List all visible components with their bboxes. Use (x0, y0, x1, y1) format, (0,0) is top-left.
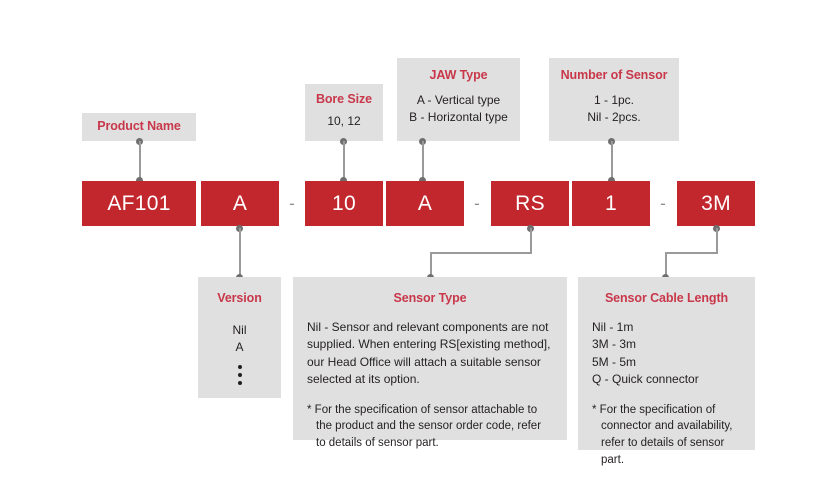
code-segment-sensor-cable-length[interactable]: 3M (677, 181, 755, 226)
code-segment-number-of-sensor[interactable]: 1 (572, 181, 650, 226)
code-separator-2: - (474, 193, 480, 213)
callout-version-options: Nil A (198, 322, 281, 357)
code-segment-sensor-type[interactable]: RS (491, 181, 569, 226)
code-segment-product-name[interactable]: AF101 (82, 181, 196, 226)
callout-sensor-type-paragraph: Nil - Sensor and relevant components are… (307, 320, 551, 387)
connector-line-product-name (139, 141, 141, 180)
connector-line-jaw-type (422, 141, 424, 180)
connector-line-cable-length-h (665, 252, 718, 254)
callout-number-of-sensor-title: Number of Sensor (560, 68, 668, 82)
callout-version: Version Nil A (198, 277, 281, 398)
jaw-type-option-b: B - Horizontal type (409, 110, 508, 125)
connector-line-sensor-type-v1 (530, 228, 532, 253)
connector-line-number-of-sensor (611, 141, 613, 180)
jaw-type-option-a: A - Vertical type (416, 93, 501, 107)
connector-line-cable-length-v2 (665, 252, 667, 277)
callout-number-of-sensor-options: 1 - 1pc. Nil - 2pcs. (549, 92, 679, 127)
callout-jaw-type-title: JAW Type (429, 68, 488, 82)
code-separator-3: - (660, 193, 666, 213)
code-segment-bore-size[interactable]: 10 (305, 181, 383, 226)
callout-number-of-sensor: Number of Sensor 1 - 1pc. Nil - 2pcs. (549, 58, 679, 141)
callout-bore-size: Bore Size 10, 12 (305, 84, 383, 141)
callout-sensor-cable-length-options: Nil - 1m 3M - 3m 5M - 5m Q - Quick conne… (592, 319, 741, 389)
version-ellipsis-icon (198, 357, 281, 385)
connector-knob-number-of-sensor-bottom (608, 177, 615, 184)
code-segment-version[interactable]: A (201, 181, 279, 226)
code-segment-jaw-type-value: A (417, 191, 433, 215)
number-of-sensor-option-1: 1 - 1pc. (593, 93, 635, 107)
cable-length-option-3m: 3M - 3m (592, 337, 637, 352)
cable-length-option-nil: Nil - 1m (592, 320, 634, 334)
connector-line-bore-size (343, 141, 345, 180)
callout-jaw-type-options: A - Vertical type B - Horizontal type (397, 92, 520, 127)
number-of-sensor-option-nil: Nil - 2pcs. (587, 110, 641, 125)
version-option-nil: Nil (232, 323, 247, 337)
callout-product-name-title: Product Name (97, 119, 181, 133)
code-segment-version-value: A (232, 191, 248, 215)
code-segment-jaw-type[interactable]: A (386, 181, 464, 226)
callout-sensor-type-note: * For the specification of sensor attach… (307, 403, 542, 449)
connector-line-version (239, 228, 241, 277)
code-separator-1: - (289, 193, 295, 213)
connector-line-cable-length-v1 (716, 228, 718, 253)
connector-line-sensor-type-v2 (430, 252, 432, 277)
code-segment-sensor-cable-length-value: 3M (701, 191, 731, 215)
callout-sensor-cable-length: Sensor Cable Length Nil - 1m 3M - 3m 5M … (578, 277, 755, 466)
connector-knob-bore-size-bottom (340, 177, 347, 184)
callout-jaw-type: JAW Type A - Vertical type B - Horizonta… (397, 58, 520, 141)
callout-bore-size-title: Bore Size (315, 92, 373, 106)
connector-knob-product-name-bottom (136, 177, 143, 184)
callout-bore-size-body: 10, 12 (327, 114, 361, 128)
cable-length-option-5m: 5M - 5m (592, 354, 637, 369)
connector-line-sensor-type-h (430, 252, 532, 254)
code-segment-sensor-type-value: RS (515, 191, 545, 215)
connector-knob-jaw-type-bottom (419, 177, 426, 184)
callout-version-title: Version (217, 291, 262, 305)
callout-product-name: Product Name (82, 113, 196, 141)
callout-sensor-type-title: Sensor Type (393, 291, 467, 305)
cable-length-option-q: Q - Quick connector (592, 372, 699, 387)
code-segment-bore-size-value: 10 (332, 191, 356, 215)
callout-sensor-cable-length-note: * For the specification of connector and… (592, 403, 733, 466)
code-segment-product-name-value: AF101 (107, 191, 171, 215)
version-option-a: A (235, 340, 244, 355)
callout-sensor-cable-length-title: Sensor Cable Length (604, 291, 729, 305)
code-segment-number-of-sensor-value: 1 (605, 191, 617, 215)
callout-sensor-type: Sensor Type Nil - Sensor and relevant co… (293, 277, 567, 449)
